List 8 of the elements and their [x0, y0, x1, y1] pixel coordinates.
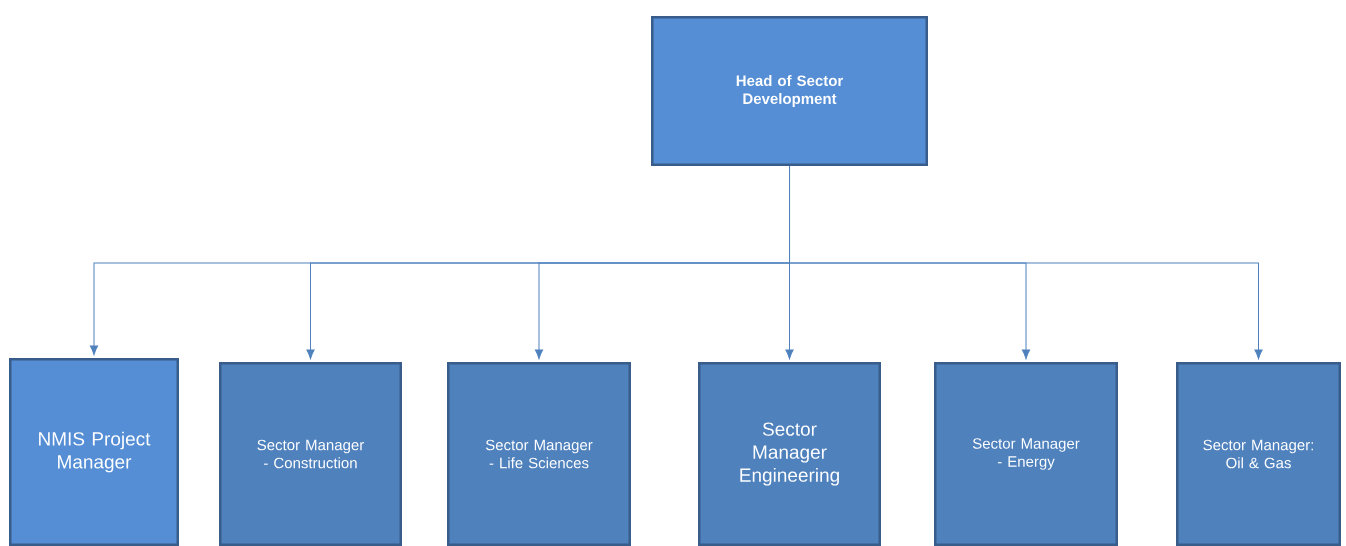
role-box: Sector Manager - Life Sciences	[447, 362, 631, 546]
connector-arrow	[789, 165, 1263, 360]
role-box: Sector Manager - Construction	[219, 362, 402, 546]
head-box: Head of Sector Development	[651, 16, 928, 166]
role-box: Sector Manager: Oil & Gas	[1176, 362, 1341, 546]
role-box: NMIS Project Manager	[9, 358, 179, 546]
role-box: Sector Manager Engineering	[698, 362, 881, 546]
role-box: Sector Manager - Energy	[934, 362, 1118, 546]
